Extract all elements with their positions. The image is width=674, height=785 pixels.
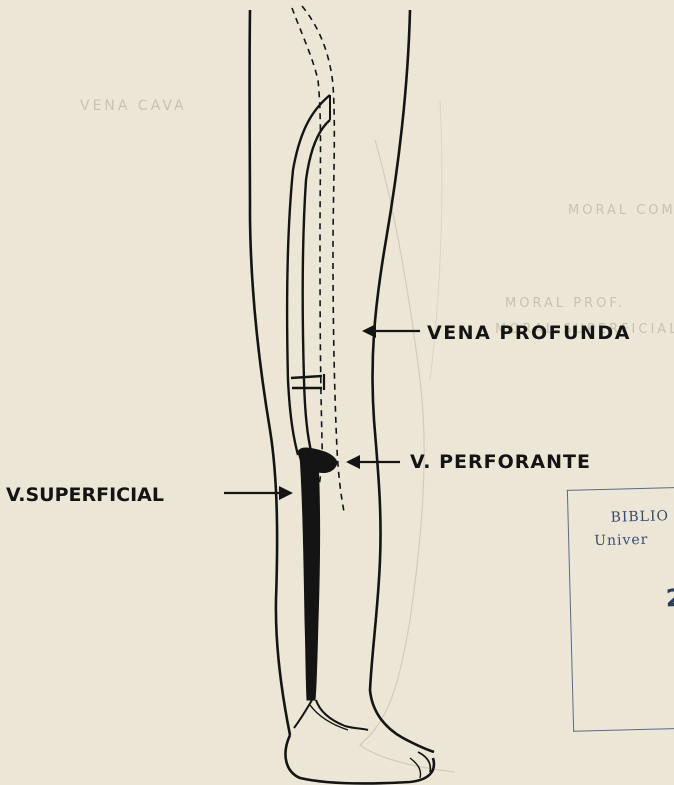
- leg-outline-right: [370, 10, 434, 752]
- superficial-vein-inner: [303, 120, 330, 455]
- arrow-v-perforante: [346, 455, 400, 469]
- superficial-vein-outer: [287, 95, 330, 455]
- library-stamp: BIBLIO Univer 2: [567, 486, 674, 732]
- stamp-line-2: Univer: [594, 532, 649, 549]
- leg-outline-left: [250, 10, 290, 735]
- label-v-superficial: V.SUPERFICIAL: [6, 484, 164, 506]
- toe-line: [410, 758, 421, 778]
- label-v-perforante: V. PERFORANTE: [410, 451, 591, 473]
- stamp-line-1: BIBLIO: [610, 508, 669, 526]
- label-vena-profunda: VENA PROFUNDA: [427, 322, 631, 344]
- arrow-vena-profunda: [362, 324, 420, 338]
- foot-vein-branch: [316, 700, 368, 730]
- stamp-number: 2: [665, 584, 674, 612]
- deep-vein-line-left: [292, 8, 322, 515]
- arrow-v-superficial: [224, 486, 293, 500]
- communicating-branch: [291, 376, 322, 378]
- foot-vein-branch: [294, 700, 312, 728]
- superficial-vein-dilated: [300, 455, 320, 700]
